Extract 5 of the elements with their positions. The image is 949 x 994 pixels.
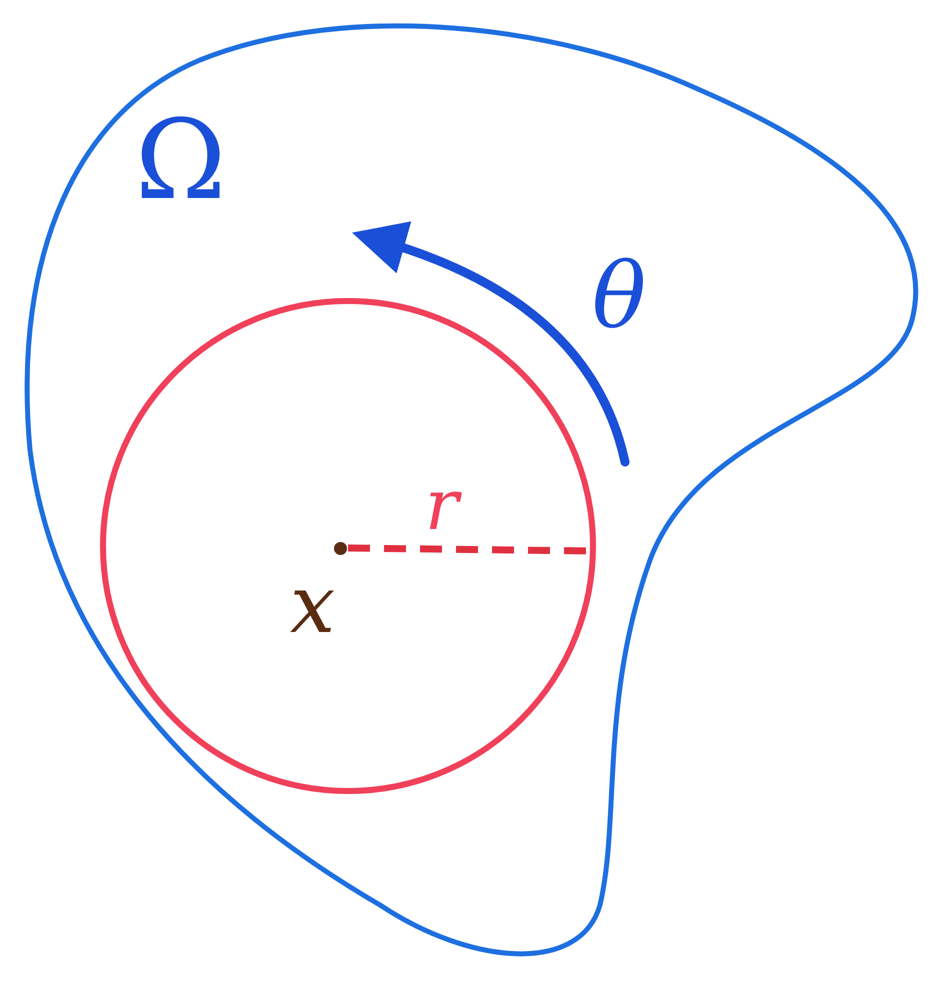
circle bbox=[100, 298, 596, 794]
point-label: x bbox=[290, 565, 336, 645]
angle-label: θ bbox=[592, 252, 646, 342]
center-point bbox=[334, 542, 347, 555]
region-label: Ω bbox=[135, 105, 226, 215]
